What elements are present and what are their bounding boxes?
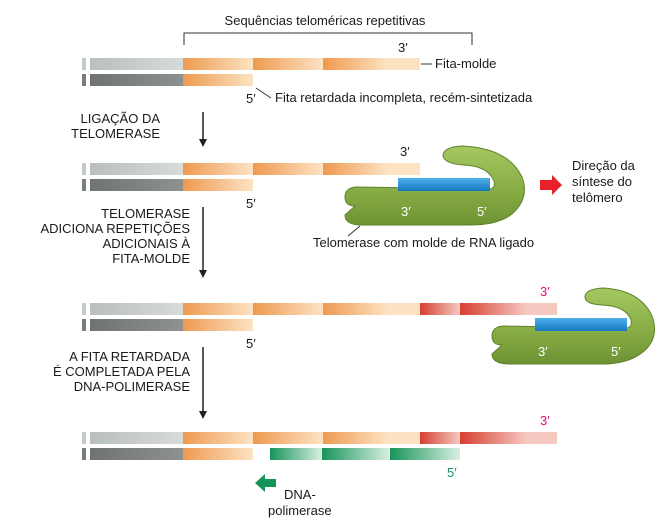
step1-label-line2: TELOMERASE (71, 126, 160, 141)
row3-dna (82, 303, 557, 331)
row4-5prime: 5′ (447, 465, 457, 480)
step3-label-line3: DNA-POLIMERASE (74, 379, 191, 394)
rna-template-2 (535, 318, 627, 331)
row3-5prime: 5′ (246, 336, 256, 351)
step2-label-line2: ADICIONA REPETIÇÕES (40, 221, 190, 236)
step3-label-line2: É COMPLETADA PELA (53, 364, 190, 379)
row3-new-repeat-2 (460, 303, 527, 315)
template-strand-label: Fita-molde (435, 56, 496, 71)
row4-new-lagging-1 (270, 448, 322, 460)
direction-label-line1: Direção da (572, 158, 636, 173)
lagging-strand-label: Fita retardada incompleta, recém-sinteti… (275, 90, 533, 105)
telomeric-repeats-label: Sequências teloméricas repetitivas (225, 13, 426, 28)
direction-label-line3: telômero (572, 190, 623, 205)
step2-arrow (199, 207, 207, 278)
repeats-bracket (183, 32, 473, 45)
rna1-3prime: 3′ (401, 204, 411, 219)
step2-label-line3: ADICIONAIS À (103, 236, 191, 251)
rna2-5prime: 5′ (611, 344, 621, 359)
polymerase-direction-arrow (255, 474, 276, 492)
step3-label-line1: A FITA RETARDADA (69, 349, 190, 364)
step1-label-line1: LIGAÇÃO DA (81, 111, 161, 126)
step1-arrow (199, 112, 207, 147)
polymerase-label-line1: DNA- (284, 487, 316, 502)
rna1-5prime: 5′ (477, 204, 487, 219)
synthesis-direction-arrow (540, 175, 562, 195)
row3-3prime: 3′ (540, 284, 550, 299)
rna-template-1 (398, 178, 490, 191)
row1-lagging-repeat (183, 74, 253, 86)
row1-template-repeat-3 (323, 58, 388, 70)
step2-label-line1: TELOMERASE (101, 206, 190, 221)
row1-template-repeat-4 (388, 58, 420, 70)
rna2-3prime: 3′ (538, 344, 548, 359)
row1-template-repeat-2 (253, 58, 323, 70)
row1-dna (82, 58, 420, 86)
step3-arrow (199, 347, 207, 419)
row2-dna (82, 163, 420, 191)
row1-5prime: 5′ (246, 91, 256, 106)
step2-label-line4: FITA-MOLDE (112, 251, 190, 266)
row1-template-repeat-1 (183, 58, 253, 70)
row2-5prime: 5′ (246, 196, 256, 211)
telomerase-enzyme-2 (491, 287, 655, 365)
row4-dna (82, 432, 557, 460)
lagging-pointer (255, 87, 272, 99)
row1-template-stub (82, 58, 86, 70)
polymerase-label-line2: polimerase (268, 503, 332, 518)
row1-template-gray (90, 58, 183, 70)
telomerase-pointer (347, 225, 361, 237)
row1-3prime: 3′ (398, 40, 408, 55)
row2-3prime: 3′ (400, 144, 410, 159)
row3-new-repeat-1 (420, 303, 460, 315)
row3-new-repeat-3 (527, 303, 557, 315)
row4-new-lagging-3 (390, 448, 460, 460)
row4-new-lagging-2 (322, 448, 390, 460)
row1-lagging-stub (82, 74, 86, 86)
row1-lagging-gray (90, 74, 183, 86)
telomerase-enzyme-1 (344, 145, 525, 226)
telomerase-label: Telomerase com molde de RNA ligado (313, 235, 534, 250)
direction-label-line2: síntese do (572, 174, 632, 189)
row4-3prime: 3′ (540, 413, 550, 428)
